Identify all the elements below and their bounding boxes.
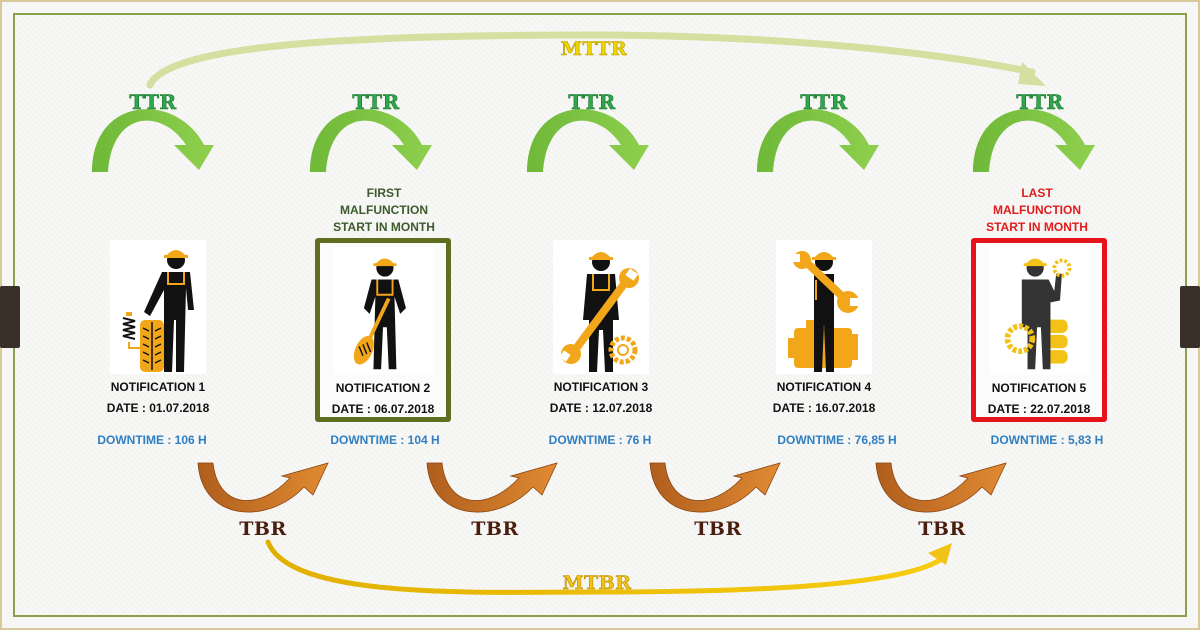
tbr-label-3: TBR bbox=[694, 518, 742, 540]
notification-title: NOTIFICATION 2 bbox=[335, 381, 431, 395]
notification-date: DATE : 22.07.2018 bbox=[987, 402, 1091, 416]
worker-with-screwdriver-icon bbox=[333, 247, 433, 375]
tbr-label-4: TBR bbox=[918, 518, 966, 540]
mtbr-label: MTBR bbox=[562, 572, 632, 595]
marker-line: MALFUNCTION bbox=[993, 203, 1081, 217]
notification-date: DATE : 06.07.2018 bbox=[331, 402, 435, 416]
ttr-label-3: TTR bbox=[568, 90, 616, 115]
marker-line: FIRST bbox=[366, 186, 402, 200]
marker-line: START IN MONTH bbox=[986, 220, 1088, 234]
worker-with-gears-icon bbox=[989, 247, 1089, 375]
marker-line: START IN MONTH bbox=[333, 220, 435, 234]
notification-card-5: NOTIFICATION 5 DATE : 22.07.2018 bbox=[971, 238, 1107, 422]
left-side-tab bbox=[0, 286, 20, 348]
downtime-5: DOWNTIME : 5,83 H bbox=[990, 433, 1104, 447]
downtime-4: DOWNTIME : 76,85 H bbox=[777, 433, 897, 447]
notification-card-4: NOTIFICATION 4 DATE : 16.07.2018 bbox=[756, 238, 892, 422]
worker-with-tire-and-spring-icon bbox=[110, 240, 206, 374]
ttr-label-2: TTR bbox=[352, 90, 400, 115]
ttr-label-1: TTR bbox=[129, 90, 177, 115]
downtime-2: DOWNTIME : 104 H bbox=[330, 433, 440, 447]
notification-card-1: NOTIFICATION 1 DATE : 01.07.2018 bbox=[90, 238, 226, 422]
notification-date: DATE : 12.07.2018 bbox=[549, 401, 653, 415]
marker-line: LAST bbox=[1021, 186, 1053, 200]
right-side-tab bbox=[1180, 286, 1200, 348]
worker-with-wrench-and-gear-icon bbox=[553, 240, 649, 374]
downtime-3: DOWNTIME : 76 H bbox=[548, 433, 652, 447]
notification-date: DATE : 01.07.2018 bbox=[106, 401, 210, 415]
downtime-1: DOWNTIME : 106 H bbox=[97, 433, 207, 447]
notification-title: NOTIFICATION 1 bbox=[110, 380, 206, 394]
notification-date: DATE : 16.07.2018 bbox=[772, 401, 876, 415]
notification-title: NOTIFICATION 3 bbox=[553, 380, 649, 394]
first-malfunction-marker: FIRST MALFUNCTION START IN MONTH bbox=[304, 185, 464, 236]
ttr-label-4: TTR bbox=[800, 90, 848, 115]
worker-with-wrench-and-engine-icon bbox=[776, 240, 872, 374]
marker-line: MALFUNCTION bbox=[340, 203, 428, 217]
notification-title: NOTIFICATION 4 bbox=[776, 380, 872, 394]
notification-title: NOTIFICATION 5 bbox=[991, 381, 1087, 395]
mttr-label: MTTR bbox=[560, 38, 628, 61]
tbr-label-1: TBR bbox=[239, 518, 287, 540]
tbr-label-2: TBR bbox=[471, 518, 519, 540]
ttr-label-5: TTR bbox=[1016, 90, 1064, 115]
notification-card-2: NOTIFICATION 2 DATE : 06.07.2018 bbox=[315, 238, 451, 422]
notification-card-3: NOTIFICATION 3 DATE : 12.07.2018 bbox=[533, 238, 669, 422]
last-malfunction-marker: LAST MALFUNCTION START IN MONTH bbox=[957, 185, 1117, 236]
